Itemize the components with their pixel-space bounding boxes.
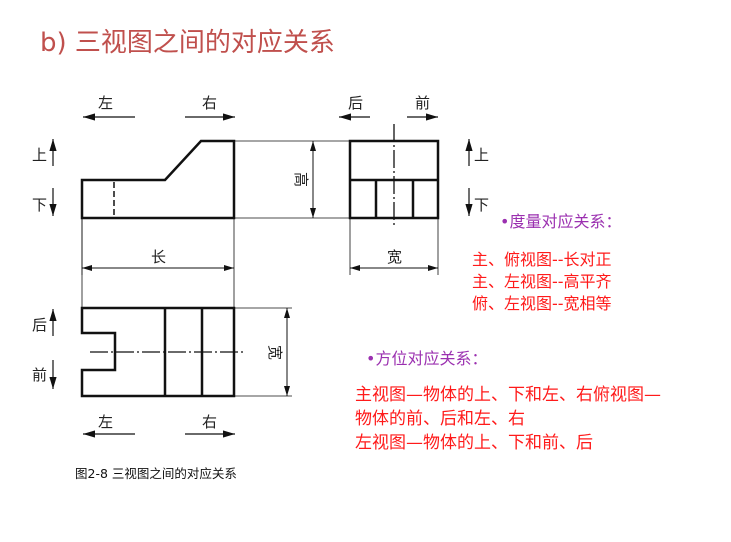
label-right-bottom: 右: [202, 413, 217, 431]
label-width-top-view: 宽: [266, 345, 284, 360]
dimension-lines: [82, 141, 438, 396]
label-back-left: 后: [32, 316, 47, 334]
label-right-top: 右: [202, 94, 217, 112]
measure-line: 俯、左视图--宽相等: [472, 294, 612, 313]
slide-title: b) 三视图之间的对应关系: [40, 28, 335, 58]
label-front-top: 前: [415, 94, 430, 112]
top-view: [80, 306, 243, 398]
measure-line: 主、左视图--高平齐: [472, 272, 612, 291]
direction-arrows: [49, 113, 473, 438]
orientation-line: 左视图—物体的上、下和前、后: [355, 433, 593, 453]
label-left-bottom: 左: [98, 413, 113, 431]
label-left-top: 左: [98, 94, 113, 112]
measure-heading: •度量对应关系：: [500, 212, 622, 231]
measure-list: 主、俯视图--长对正 主、左视图--高平齐 俯、左视图--宽相等: [472, 246, 612, 313]
measure-line: 主、俯视图--长对正: [472, 250, 612, 269]
side-view: [348, 124, 440, 226]
label-up-right: 上: [474, 146, 489, 164]
label-up: 上: [32, 146, 47, 164]
orientation-line: 主视图—物体的上、下和左、右俯视图—: [355, 385, 661, 405]
figure-caption: 图2-8 三视图之间的对应关系: [75, 466, 237, 481]
label-down-right: 下: [474, 196, 489, 214]
label-width: 宽: [387, 248, 402, 266]
label-length: 长: [151, 248, 166, 266]
label-height: 高: [292, 172, 310, 187]
label-front-left: 前: [32, 366, 47, 384]
orientation-list: 主视图—物体的上、下和左、右俯视图— 物体的前、后和左、右 左视图—物体的上、下…: [355, 380, 661, 453]
orientation-line: 物体的前、后和左、右: [355, 409, 525, 429]
front-view: [80, 139, 236, 220]
label-back-top: 后: [348, 94, 363, 112]
label-down: 下: [32, 196, 47, 214]
orientation-heading: •方位对应关系：: [366, 349, 488, 368]
